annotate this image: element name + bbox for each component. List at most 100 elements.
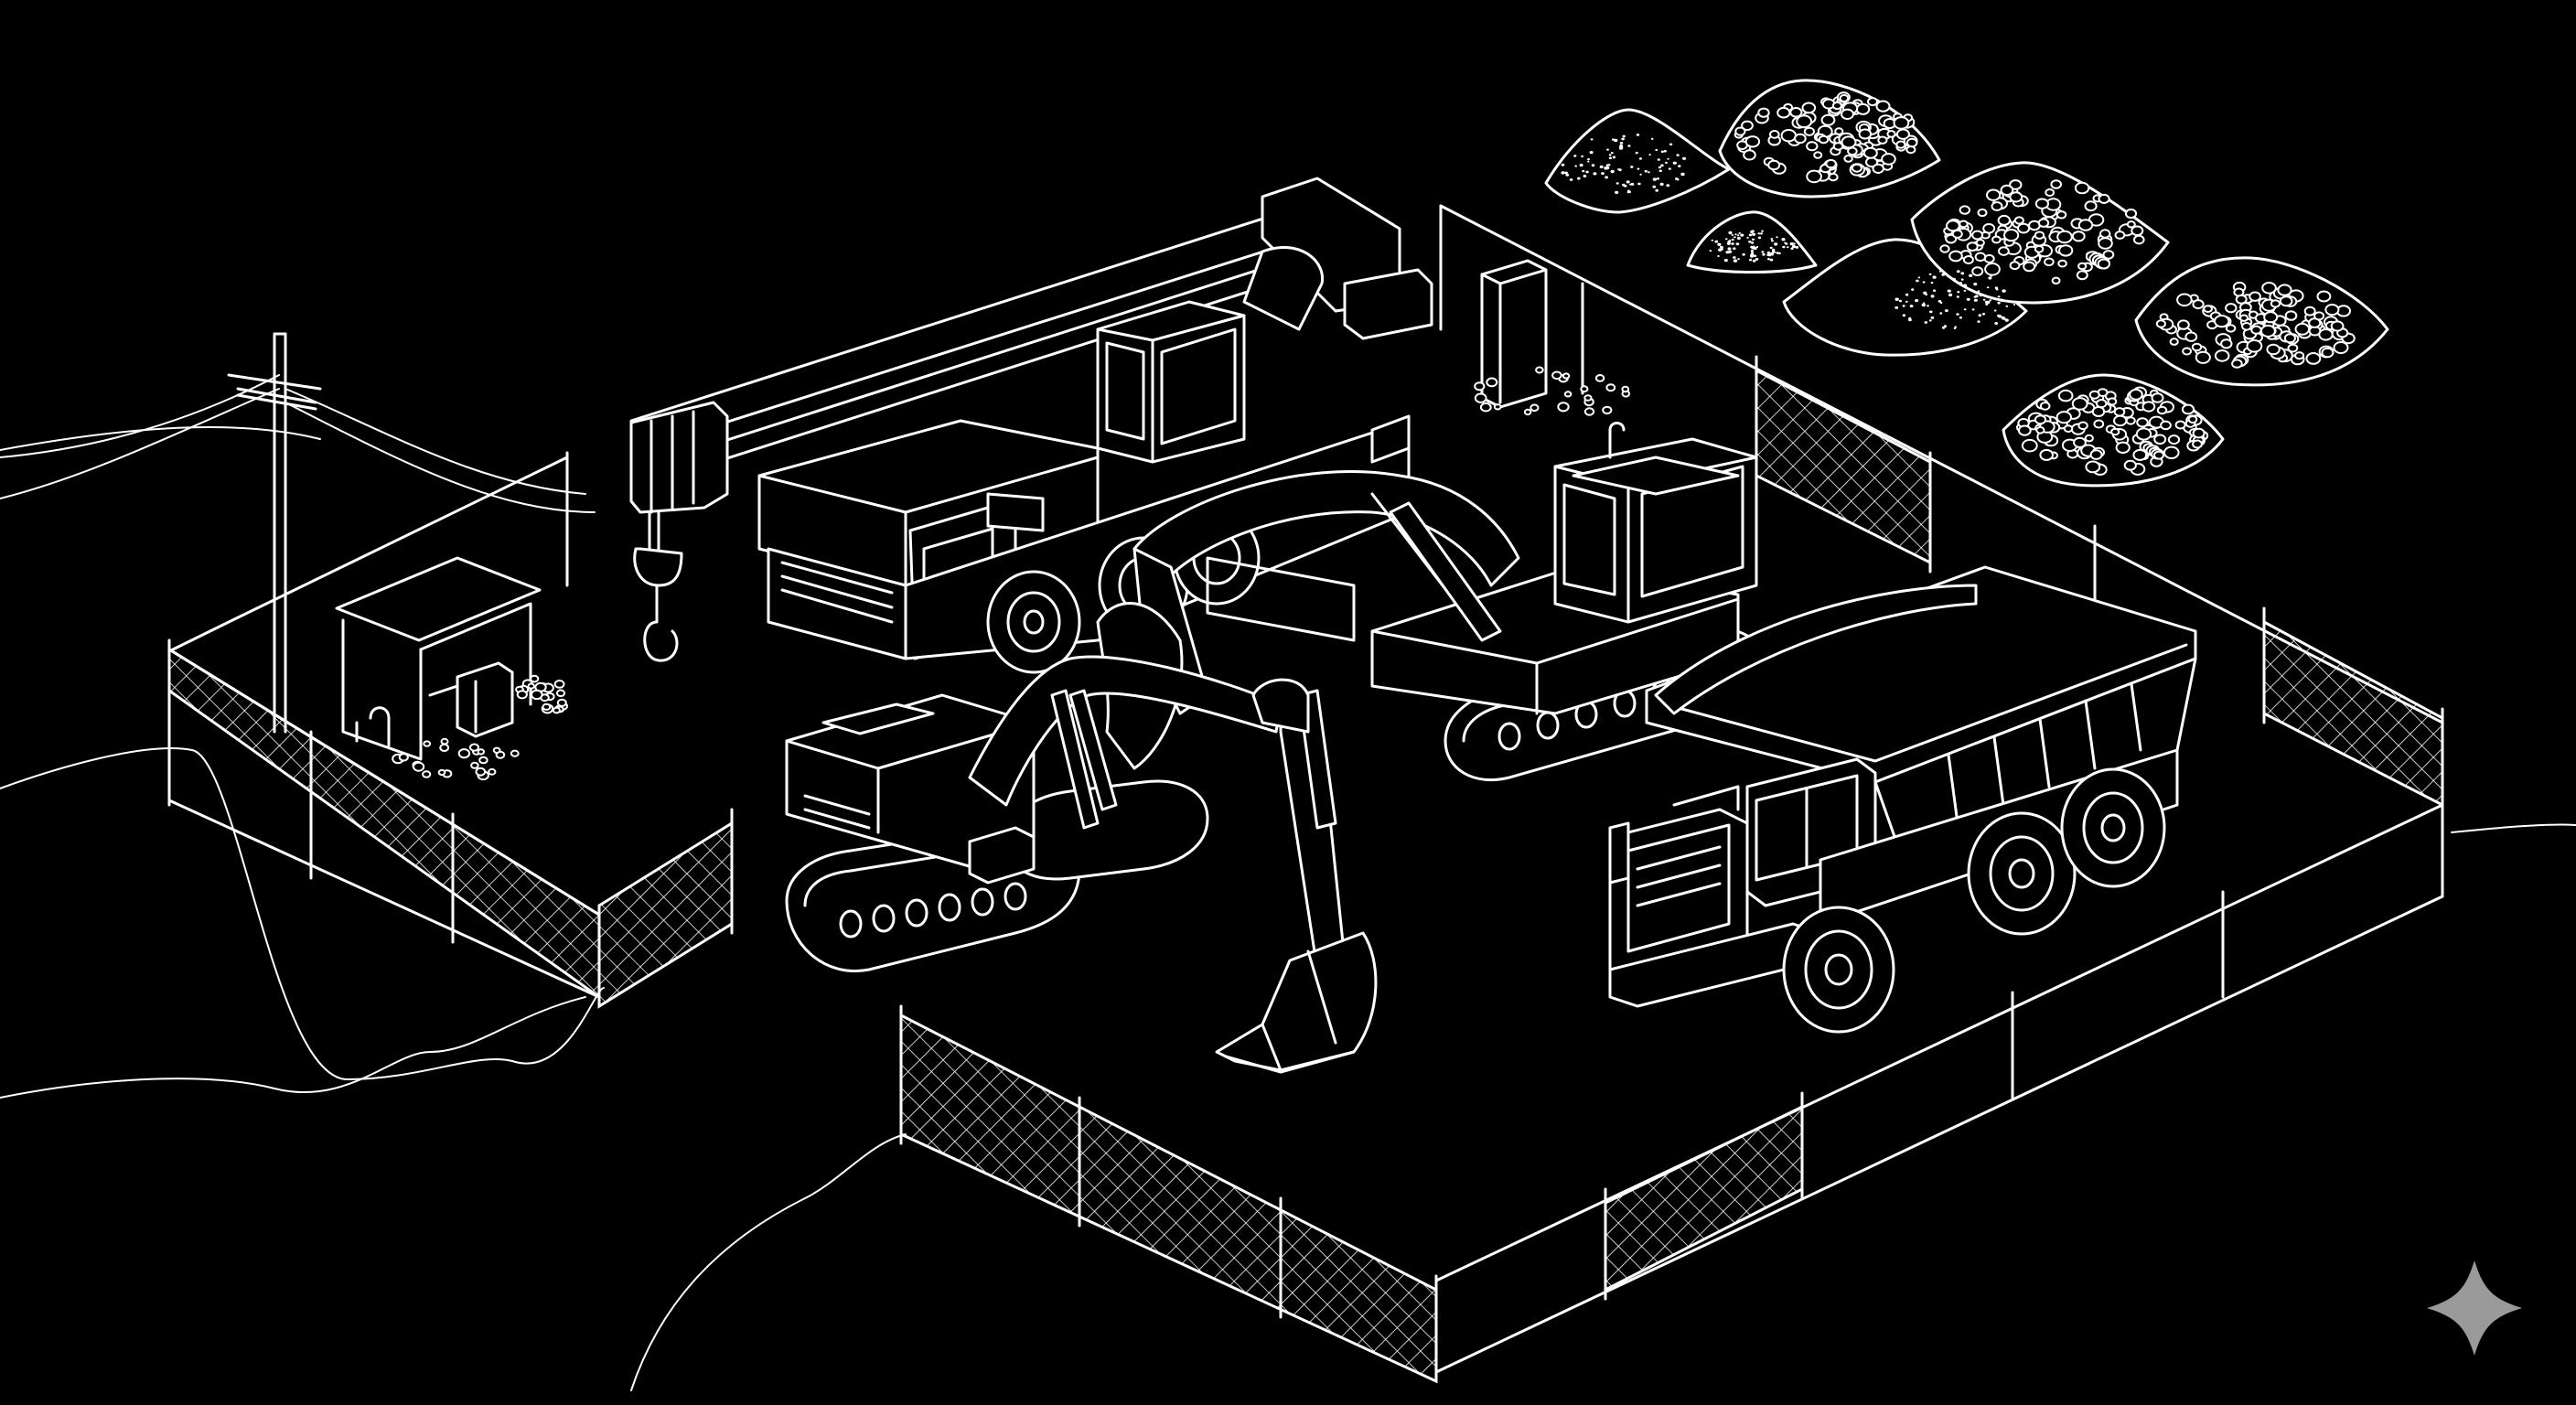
gravel-stone — [2214, 349, 2230, 362]
gravel-stone — [1946, 220, 1960, 232]
sand-grain — [1925, 293, 1928, 296]
gravel-stone — [2135, 427, 2152, 441]
gravel-stone — [2153, 434, 2167, 445]
track-roller — [1004, 882, 1027, 911]
gravel-stone — [2055, 411, 2073, 424]
sand-grain — [1755, 258, 1759, 261]
sand-grain — [1755, 246, 1759, 248]
track-roller — [839, 909, 863, 938]
excavator-front — [785, 655, 1378, 1074]
gravel-stone — [478, 756, 488, 765]
gravel-stone — [1839, 93, 1850, 102]
sand-grain — [1947, 289, 1951, 293]
sand-grain — [1988, 276, 1992, 280]
gravel-stone — [1863, 146, 1878, 159]
chain-link-fence-back — [1439, 204, 2444, 816]
gravel-stone — [1895, 128, 1910, 140]
gravel-stone — [2017, 222, 2031, 234]
sand-grain — [1674, 162, 1678, 165]
sand-grain — [1956, 313, 1959, 316]
sand-grain — [1627, 145, 1631, 147]
sand-grain — [1680, 172, 1685, 177]
sand-grain — [1994, 286, 1999, 290]
sand-grain — [1644, 169, 1648, 173]
sand-grain — [1928, 273, 1932, 275]
gravel-stone — [2039, 448, 2054, 461]
gravel-stone — [1780, 129, 1798, 143]
sand-grain — [1676, 154, 1680, 156]
sand-grain — [1752, 259, 1756, 263]
sand-grain — [1725, 238, 1728, 241]
gravel-stone — [2263, 311, 2279, 324]
gravel-stone — [1855, 102, 1871, 115]
gravel-stone — [1474, 381, 1486, 391]
gravel-stone — [1602, 405, 1613, 415]
gravel-stone — [1966, 241, 1979, 252]
sand-grain — [1606, 148, 1609, 151]
sand-grain — [1733, 247, 1736, 251]
sand-grain — [1660, 150, 1664, 154]
gravel-stone — [2303, 306, 2316, 316]
gravel-stone — [2057, 389, 2074, 402]
gravel-stone — [2141, 401, 2156, 413]
sand-grain — [2005, 305, 2009, 307]
sand-grain — [1751, 241, 1755, 244]
sand-grain — [1930, 316, 1935, 319]
gravel-stone — [1895, 140, 1906, 149]
gravel-stone — [2097, 258, 2111, 270]
gravel-stone — [1986, 188, 2002, 201]
sand-grain — [1930, 295, 1935, 298]
gravel-stone — [413, 761, 425, 772]
sand-grain — [1986, 300, 1991, 305]
sand-grain — [1676, 178, 1680, 181]
gravel-stone — [1906, 137, 1918, 148]
gravel-stone — [1580, 385, 1589, 393]
sand-grain — [1766, 253, 1770, 256]
gravel-stone — [1551, 370, 1562, 381]
gravel-stone — [2133, 234, 2145, 245]
gravel-stone — [2009, 191, 2023, 203]
sand-grain — [1769, 246, 1773, 250]
sand-grain — [1790, 247, 1794, 251]
gravel-stone — [1974, 252, 1987, 263]
sand-grain — [1610, 169, 1615, 174]
sand-grain — [1617, 168, 1620, 171]
gravel-stone — [2176, 293, 2193, 307]
sand-grain — [1569, 178, 1573, 181]
gravel-stone — [1971, 230, 1984, 241]
sand-grain — [1948, 293, 1953, 297]
sand-grain — [1591, 164, 1595, 167]
sand-grain — [1678, 165, 1681, 167]
sand-grain — [1599, 165, 1604, 168]
sand-grain — [1610, 152, 1614, 155]
sand-grain — [1784, 241, 1787, 244]
gravel-stone — [2174, 420, 2186, 430]
sand-grain — [1711, 239, 1714, 241]
track-roller — [938, 893, 961, 922]
gravel-stone — [1794, 133, 1807, 145]
gravel-stone — [1734, 126, 1746, 136]
gravel-stone — [2324, 304, 2340, 316]
gravel-stone — [457, 748, 471, 759]
sand-grain — [1945, 309, 1948, 313]
sand-grain — [1726, 241, 1731, 245]
gravel-stone — [2181, 403, 2195, 415]
gravel-stone — [1847, 146, 1858, 156]
sand-grain — [1774, 242, 1778, 246]
sand-grain — [1601, 172, 1605, 176]
gravel-stone — [1594, 374, 1605, 382]
sand-grain — [1605, 164, 1609, 166]
gravel-stone — [555, 689, 566, 698]
sand-grain — [1911, 288, 1915, 291]
sand-grain — [1795, 245, 1799, 249]
gravel-stone — [2231, 359, 2243, 369]
gravel-stone — [2039, 402, 2051, 411]
sand-grain — [1581, 155, 1583, 157]
gravel-stone — [2239, 314, 2249, 322]
sand-grain — [1894, 297, 1899, 301]
gravel-stone — [1971, 266, 1984, 277]
gravel-stone — [2129, 388, 2143, 401]
sand-grain — [1626, 180, 1630, 184]
sand-grain — [1917, 276, 1921, 279]
